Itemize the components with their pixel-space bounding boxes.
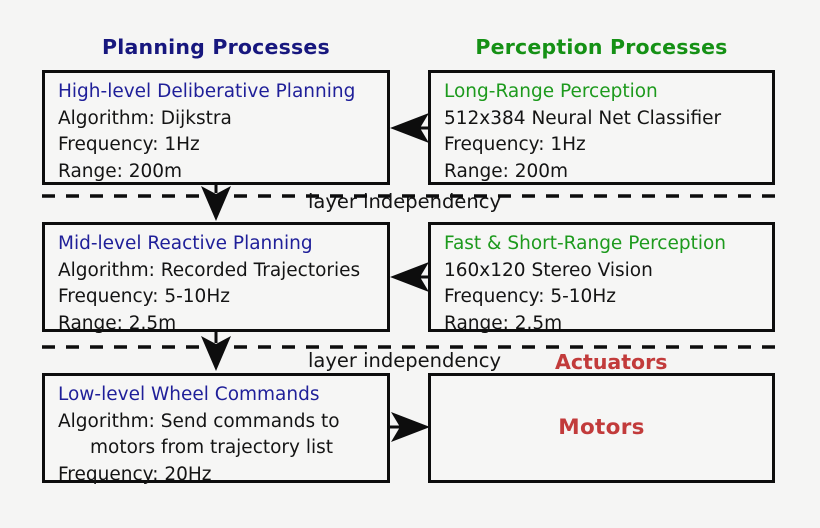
fast-short-stereo: 160x120 Stereo Vision (444, 259, 653, 281)
motors-box: Motors (428, 373, 775, 483)
high-level-frequency: Frequency: 1Hz (58, 134, 200, 155)
long-range-perception-title: Long-Range Perception (444, 81, 658, 102)
high-level-planning-title: High-level Deliberative Planning (58, 81, 356, 102)
fast-short-range-perception-box: Fast & Short-Range Perception 160x120 St… (428, 222, 775, 334)
arrow-fast-short-to-mid-level-icon (390, 262, 430, 292)
fast-short-range-perception-title: Fast & Short-Range Perception (444, 233, 727, 254)
layer-independency-label-2: layer independency (308, 349, 502, 372)
arrow-mid-to-low-icon (201, 331, 231, 371)
motors-title: Motors (558, 414, 645, 440)
long-range-classifier: 512x384 Neural Net Classifier (444, 107, 722, 129)
high-level-planning-box: High-level Deliberative Planning Algorit… (42, 70, 390, 185)
high-level-range: Range: 200m (58, 160, 183, 182)
perception-processes-header: Perception Processes (475, 35, 728, 59)
mid-level-frequency: Frequency: 5-10Hz (58, 286, 230, 307)
long-range-range: Range: 200m (444, 160, 569, 182)
fast-short-frequency: Frequency: 5-10Hz (444, 286, 616, 307)
layer-independency-label-1: layer independency (308, 190, 502, 213)
arrow-long-range-to-high-level-icon (390, 113, 430, 143)
low-level-wheel-commands-box: Low-level Wheel Commands Algorithm: Send… (42, 373, 390, 485)
low-level-wheel-commands-title: Low-level Wheel Commands (58, 384, 320, 405)
low-level-frequency: Frequency: 20Hz (58, 463, 212, 485)
low-level-algorithm-line1: Algorithm: Send commands to (58, 410, 340, 432)
mid-level-range: Range: 2.5m (58, 312, 177, 334)
low-level-algorithm-line2: motors from trajectory list (90, 437, 334, 458)
arrow-high-to-mid-icon (201, 183, 231, 221)
planning-processes-header: Planning Processes (102, 35, 330, 59)
mid-level-planning-box: Mid-level Reactive Planning Algorithm: R… (42, 222, 390, 334)
mid-level-planning-title: Mid-level Reactive Planning (58, 233, 313, 254)
mid-level-algorithm: Algorithm: Recorded Trajectories (58, 259, 361, 281)
long-range-perception-box: Long-Range Perception 512x384 Neural Net… (428, 70, 775, 185)
high-level-algorithm: Algorithm: Dijkstra (58, 107, 232, 129)
long-range-frequency: Frequency: 1Hz (444, 134, 586, 155)
fast-short-range: Range: 2.5m (444, 312, 563, 334)
arrow-low-to-motors-icon (390, 412, 430, 442)
actuators-header: Actuators (555, 350, 668, 374)
